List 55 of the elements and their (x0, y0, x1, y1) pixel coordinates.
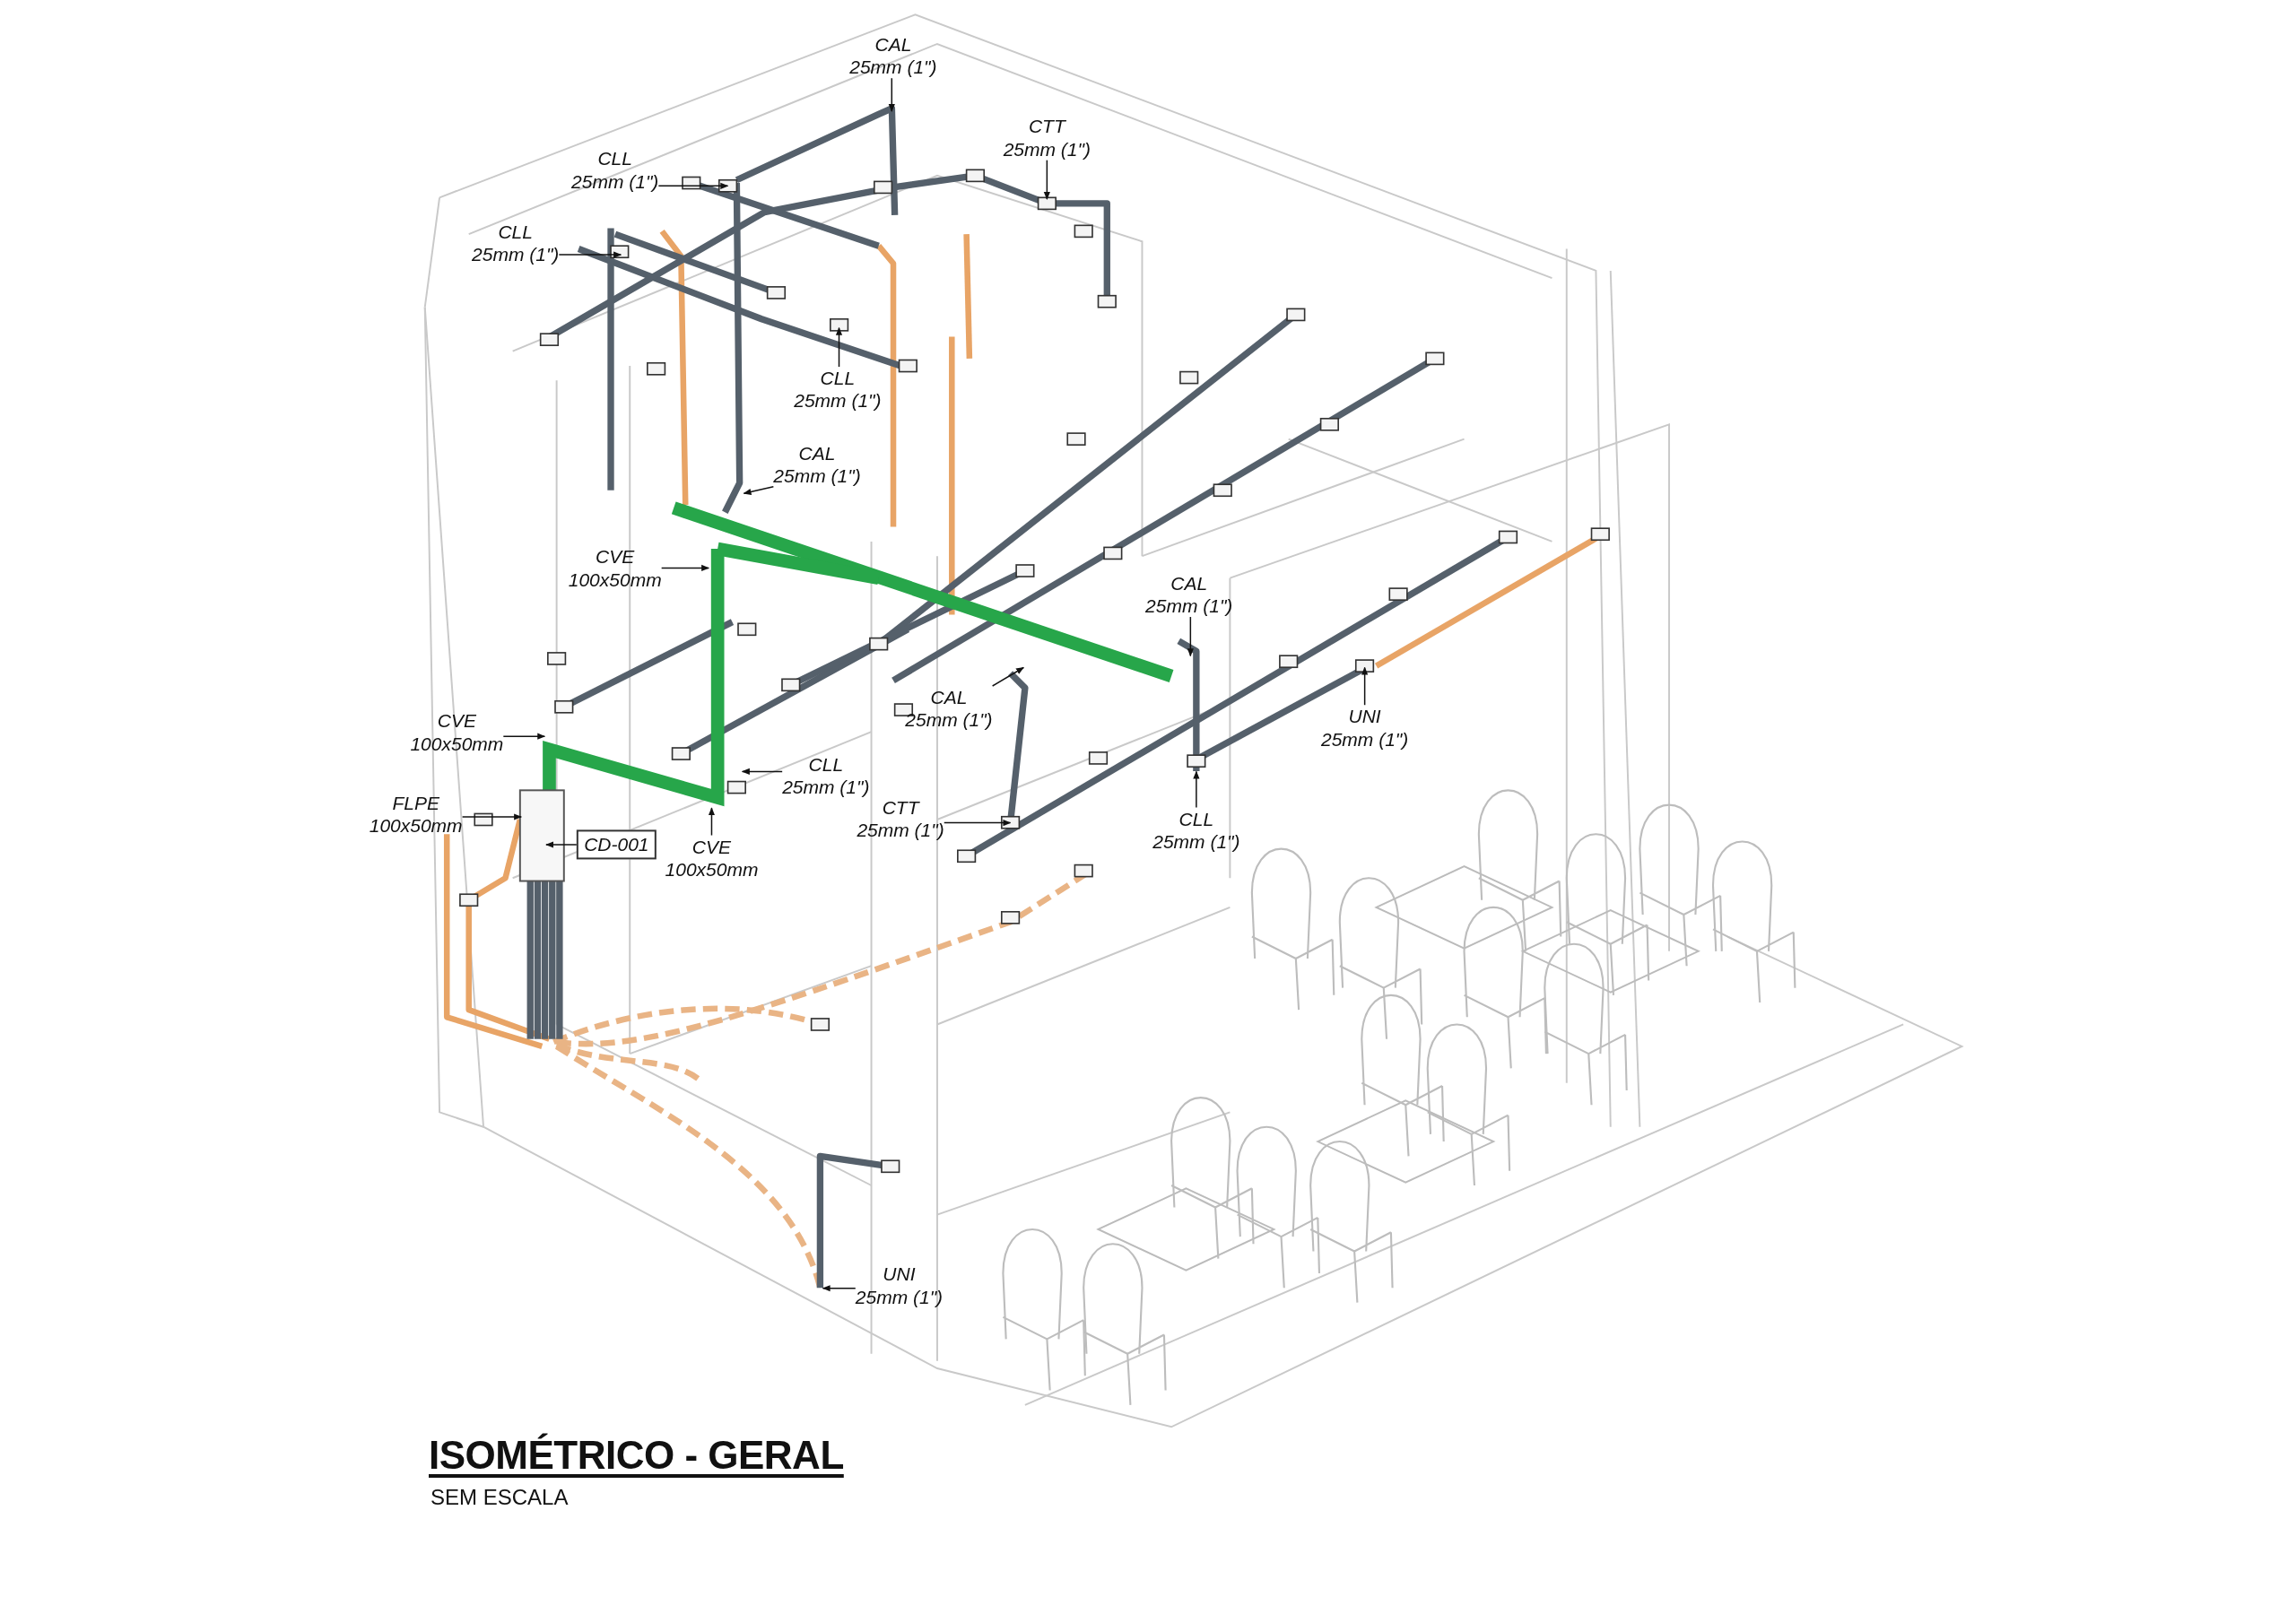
leader-line (657, 182, 729, 189)
conduit-size: 100x50mm (568, 568, 662, 591)
drawing-title: ISOMÉTRICO - GERAL (429, 1433, 844, 1478)
leader-line (1193, 770, 1200, 809)
conduit-size: 25mm (1") (905, 708, 993, 732)
leader-line (741, 768, 783, 775)
leader-line (461, 813, 523, 820)
conduit-size: 25mm (1") (794, 389, 882, 412)
conduit-code: CAL (874, 32, 912, 56)
conduit-size: 100x50mm (410, 732, 504, 755)
conduit-size: 25mm (1") (1003, 137, 1091, 161)
conduit-code: CLL (498, 220, 533, 243)
conduit-size: 100x50mm (665, 857, 759, 881)
leader-line (545, 841, 578, 848)
conduit-code: UNI (1348, 705, 1381, 728)
leader-line (835, 326, 843, 368)
conduit-code: CAL (930, 686, 968, 709)
leader-line (1187, 616, 1194, 657)
leader-line (888, 77, 895, 112)
conduit-code: CVE (437, 709, 476, 733)
conduit-code: CVE (691, 835, 732, 858)
leader-line (502, 733, 546, 740)
conduit-code: CLL (1178, 807, 1214, 830)
scale-note: SEM ESCALA (430, 1485, 569, 1510)
conduit-code: CAL (798, 441, 836, 464)
conduit-size: 25mm (1") (849, 56, 937, 79)
leader-line (1361, 666, 1369, 706)
conduit-code: CAL (1170, 571, 1208, 595)
conduit-code: CVE (596, 545, 635, 568)
conduit-size: 25mm (1") (472, 243, 560, 266)
conduit-size: 25mm (1") (855, 1285, 944, 1308)
leader-line (660, 564, 710, 572)
conduit-code: CLL (808, 753, 844, 777)
leader-line (558, 251, 622, 258)
conduit-size: 25mm (1") (773, 464, 861, 487)
leader-line (822, 1285, 857, 1292)
leader-line (944, 819, 1012, 827)
conduit-code: CLL (820, 367, 856, 390)
leader-line (708, 807, 716, 837)
leader-line (743, 486, 775, 495)
conduit-code: CTT (882, 795, 919, 819)
conduit-code: UNI (883, 1263, 916, 1286)
conduit-size: 25mm (1") (1152, 829, 1240, 853)
conduit-code: FLPE (392, 791, 439, 814)
conduit-size: 25mm (1") (1145, 594, 1233, 618)
conduit-code: CTT (1028, 115, 1065, 138)
panel-tag: CD-001 (577, 829, 657, 860)
conduit-size: 100x50mm (369, 813, 463, 837)
conduit-size: 25mm (1") (857, 818, 944, 841)
conduit-size: 25mm (1") (1320, 727, 1409, 751)
leader-line (991, 666, 1024, 687)
conduit-size: 25mm (1") (571, 169, 659, 193)
conduit-size: 25mm (1") (782, 776, 870, 799)
conduit-code: CLL (597, 147, 632, 170)
leader-line (1043, 159, 1050, 200)
